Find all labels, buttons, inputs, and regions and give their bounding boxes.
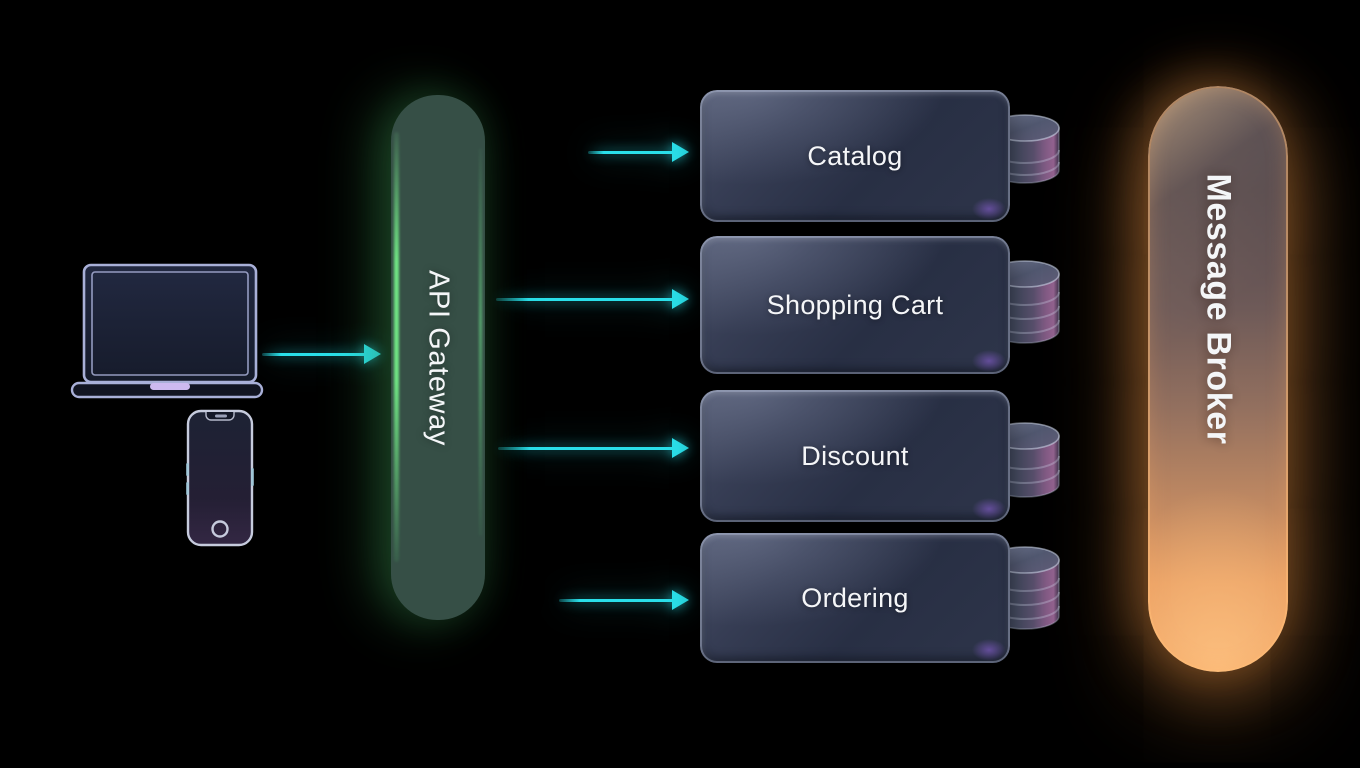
arrow-clients-to-gateway [262,344,381,364]
message-broker-label: Message Broker [1199,173,1238,445]
arrow-head-icon [672,590,689,610]
arrow-gateway-to-shopping-cart [496,289,689,309]
laptop-icon [70,263,264,399]
arrow-gateway-to-ordering [559,590,689,610]
service-box-shopping-cart: Shopping Cart [700,236,1010,374]
arrow-shaft [498,446,675,450]
arrow-head-icon [364,344,381,364]
arrow-shaft [262,352,367,356]
api-gateway-pill: API Gateway [391,95,485,620]
service-label: Catalog [807,140,903,171]
arrow-gateway-to-discount [498,438,689,458]
arrow-shaft [496,297,675,301]
service-box-ordering: Ordering [700,533,1010,663]
service-box-discount: Discount [700,390,1010,522]
service-label: Shopping Cart [766,289,944,320]
arrow-gateway-to-catalog [588,142,689,162]
service-label: Discount [801,440,909,471]
smartphone-icon [186,409,254,547]
service-label: Ordering [801,582,909,613]
message-broker-pill: Message Broker [1148,86,1288,672]
api-gateway-label: API Gateway [422,269,455,446]
arrow-shaft [588,150,675,154]
arrow-head-icon [672,438,689,458]
service-box-catalog: Catalog [700,90,1010,222]
arrow-shaft [559,598,675,602]
arrow-head-icon [672,142,689,162]
arrow-head-icon [672,289,689,309]
